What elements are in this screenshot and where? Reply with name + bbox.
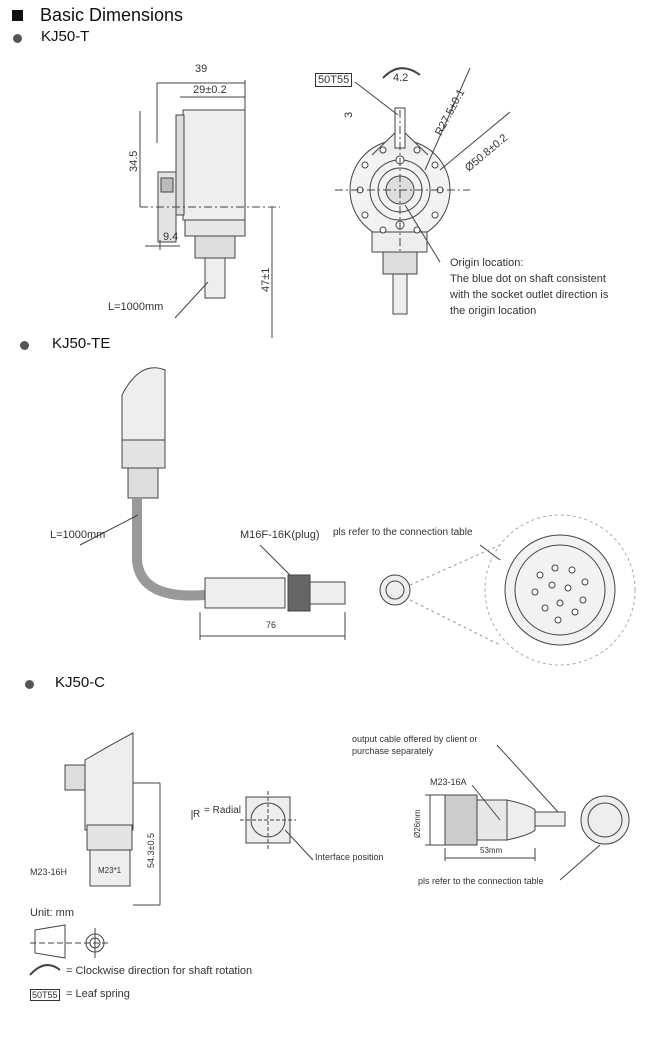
unit-label: Unit: mm: [30, 907, 74, 919]
cable-note: purchase separately: [352, 746, 434, 756]
dim-height: 54.3±0.5: [146, 833, 156, 868]
radial-symbol: R: [193, 809, 201, 820]
connection-note: pls refer to the connection table: [418, 876, 544, 886]
dim-overall-length: 39: [195, 63, 208, 75]
plug-length: 53mm: [480, 846, 503, 855]
leaf-spring-legend: = Leaf spring: [66, 988, 130, 1000]
kj50-te-drawing: [79, 367, 636, 666]
kj50-c-drawing: [64, 732, 630, 906]
section-marker-icon: [12, 10, 23, 21]
bullet-icon: [20, 341, 29, 350]
dim-slot-depth: 3: [343, 111, 355, 118]
plug-label: M16F-16K(plug): [240, 529, 320, 541]
kj50-t-side-view: [139, 80, 280, 338]
bullet-icon: [25, 680, 34, 689]
origin-note-line: the origin location: [450, 305, 537, 317]
section-title-kj50-c: KJ50-C: [55, 674, 106, 691]
interface-position: Interface position: [315, 852, 384, 862]
plug-diameter: Ø26mm: [413, 809, 422, 838]
dim-offset: 9.4: [163, 231, 179, 243]
rotation-legend: = Clockwise direction for shaft rotation: [66, 965, 253, 977]
kj50-t-front-view: [335, 67, 511, 315]
cable-length: L=1000mm: [108, 301, 164, 313]
plug-label: M23-16A: [430, 777, 467, 787]
dim-body-length: 29±0.2: [193, 84, 227, 96]
origin-note-line: The blue dot on shaft consistent: [450, 273, 606, 285]
dim-height-lower: 47±1: [260, 267, 272, 292]
clockwise-arrow-icon: [29, 964, 61, 976]
dim-slot-width: 4.2: [393, 72, 409, 84]
section-title-kj50-t: KJ50-T: [41, 28, 90, 45]
connection-note: pls refer to the connection table: [333, 527, 473, 538]
radial-label: = Radial: [204, 805, 241, 816]
cable-length: L=1000mm: [50, 529, 106, 541]
dim-height-upper: 34.5: [128, 150, 140, 172]
origin-note-title: Origin location:: [450, 257, 524, 269]
bullet-icon: [13, 34, 22, 43]
legend-symbols: [29, 924, 108, 976]
thread-label: M23*1: [98, 866, 122, 875]
section-title-kj50-te: KJ50-TE: [52, 335, 111, 352]
origin-note-line: with the socket outlet direction is: [450, 289, 609, 301]
plug-length: 76: [266, 620, 277, 630]
socket-label: M23-16H: [30, 867, 68, 877]
leaf-spring-legend-box: 50T55: [30, 989, 60, 1001]
cable-note: output cable offered by client or: [352, 734, 478, 744]
leaf-spring-label: 50T55: [315, 73, 353, 87]
page-title: Basic Dimensions: [40, 5, 184, 25]
